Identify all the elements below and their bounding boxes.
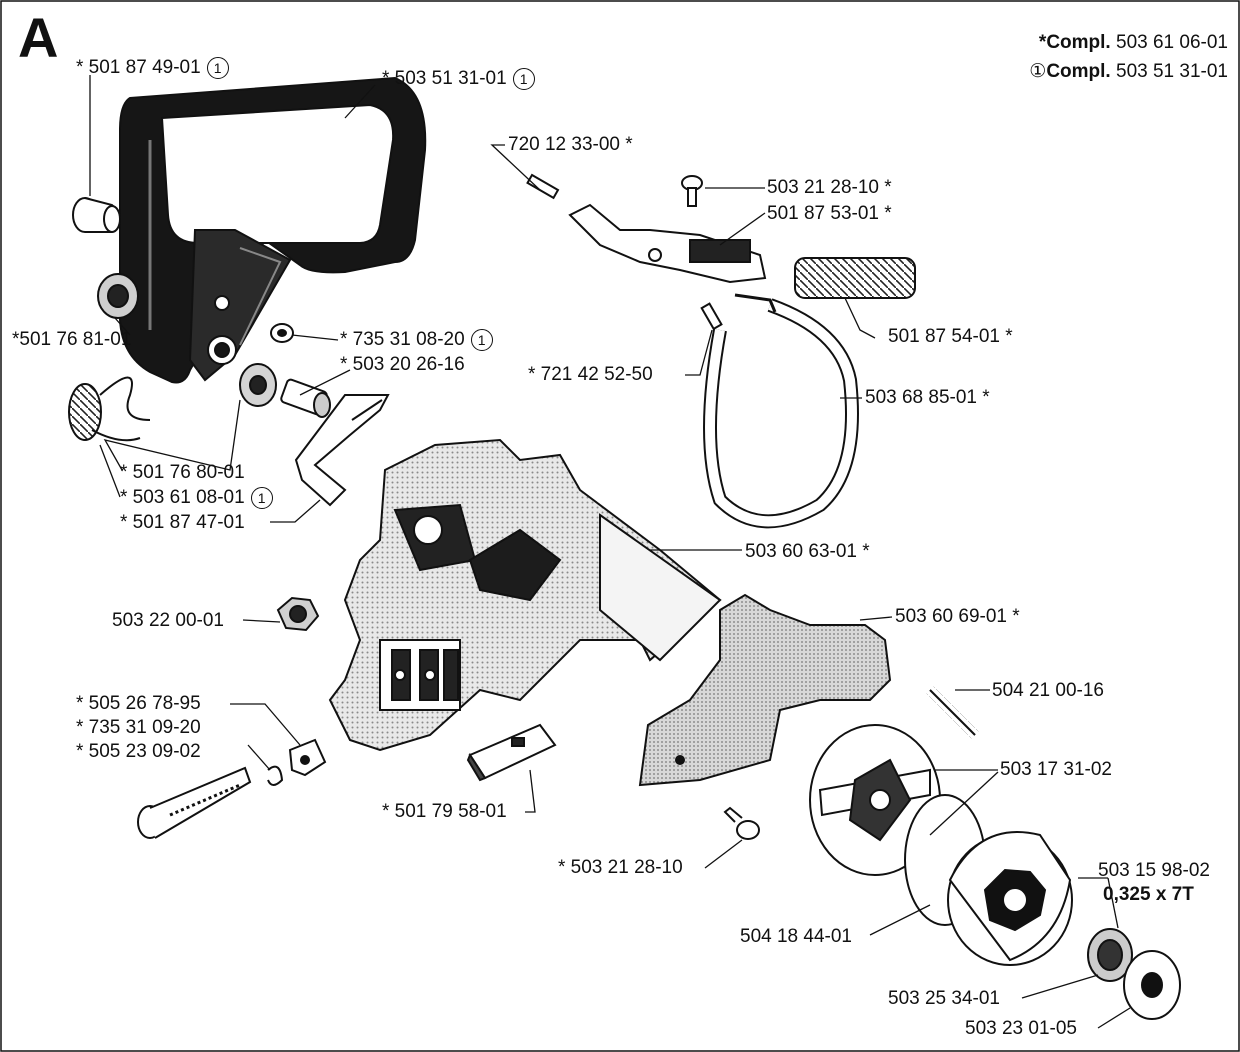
bar-nut [276,596,320,632]
part-label: 504 18 44-01 [740,926,852,947]
small-screw [723,806,760,840]
screw [280,378,331,418]
kit-circle-marker: 1 [250,487,273,509]
part-label: 503 23 01-05 [965,1018,1077,1039]
pin-720 [526,173,560,200]
part-label: 501 87 54-01 * [888,326,1013,347]
part-label: * 503 20 26-16 [340,354,465,375]
chain-catcher [466,723,557,782]
part-label: 503 68 85-01 * [865,387,990,408]
coil-spring [794,257,916,299]
kit-circle-marker: 1 [512,68,535,90]
brake-lever [568,203,767,284]
part-label: * 505 23 09-02 [76,741,201,762]
part-label: 503 17 31-02 [1000,759,1112,780]
part-label: 503 22 00-01 [112,610,224,631]
kit-number: 503 61 06-01 [1116,32,1228,53]
part-label: 503 21 28-10 * [767,177,892,198]
kit-complete-star: *Compl. 503 61 06-01 [1039,32,1228,54]
part-label: * 501 76 80-01 [120,462,245,483]
tensioner-screw [137,766,252,839]
part-label: * 505 26 78-95 [76,693,201,714]
end-washer [1123,950,1181,1020]
leader-lines [89,75,1131,1029]
kit-circle-marker: 1 [470,329,493,351]
needle-bearing [1087,928,1133,982]
part-label: * 735 31 09-20 [76,717,201,738]
kit-prefix: ① [1029,61,1047,82]
part-label: * 501 87 47-01 [120,512,245,533]
nut [97,273,139,319]
kit-prefix: * [1038,32,1047,53]
bracket [294,394,390,507]
part-label: * 501 79 58-01 [382,801,507,822]
section-letter: A [18,6,59,69]
kit-label: Compl. [1046,61,1111,82]
part-label: 503 25 34-01 [888,988,1000,1009]
screw-top [681,175,703,207]
part-number: * 503 61 08-01 [120,487,245,509]
kit-circle-marker: 1 [206,57,229,79]
part-label: 503 60 63-01 * [745,541,870,562]
part-label: 504 21 00-16 [992,680,1104,701]
clutch-drum [947,831,1073,966]
tensioner-plate [267,738,327,786]
spacer [239,363,277,407]
washer [270,323,294,343]
guard-plate [638,593,892,787]
kit-label: Compl. [1046,32,1111,53]
part-label: 720 12 33-00 * [508,134,633,155]
part-label: 503 15 98-02 [1098,860,1210,881]
pin-721 [700,302,723,331]
part-label: * 721 42 52-50 [528,364,653,385]
part-label: * 503 21 28-10 [558,857,683,878]
part-number: * 735 31 08-20 [340,329,465,351]
part-number: * 501 87 49-01 [76,57,201,79]
front-handle [119,76,427,384]
part-label: *501 76 81-01 [12,329,132,350]
spring-pair [68,376,151,442]
part-number: * 503 51 31-01 [382,68,507,90]
bushing [72,197,121,233]
clutch-cover [328,438,722,752]
sprocket-spec: 0,325 x 7T [1103,884,1194,905]
kit-complete-circle: ①Compl. 503 51 31-01 [1029,61,1228,83]
brake-band [703,293,859,529]
part-label: 503 60 69-01 * [895,606,1020,627]
kit-number: 503 51 31-01 [1116,61,1228,82]
part-label: 501 87 53-01 * [767,203,892,224]
clutch-spring [926,686,979,739]
